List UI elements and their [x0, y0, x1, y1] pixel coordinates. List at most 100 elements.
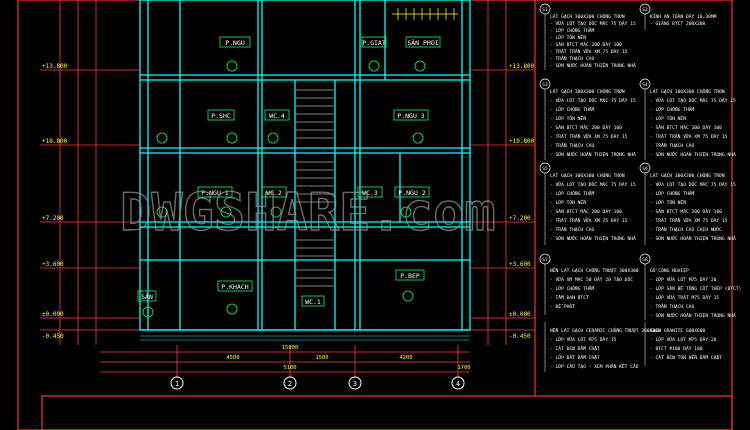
level-right-6: -0.450 [509, 333, 531, 340]
dim-total: 15000 [282, 345, 299, 351]
note-b1c1-0: LÁT GẠCH 300X300 CHỐNG TRƠN [550, 13, 625, 20]
note-tag-s6-text: S6 [642, 166, 648, 172]
stair-hatch [296, 89, 334, 287]
axis-label-2: 2 [288, 380, 292, 388]
note-tag-s3-text: S3 [542, 82, 548, 88]
note-tag-s5-text: S5 [542, 166, 548, 172]
level-marks-left: +13.800 +10.800 +7.200 +3.600 ±0.000 -0.… [40, 0, 140, 345]
note-b2c2-5: - TRÁT TRẦN VỮA XM 75 DÀY 15 [650, 133, 728, 140]
note-b2c1-3: - LỚP TÔN NỀN [550, 114, 586, 122]
note-b5c2-2: - BTCT #100 DÀY 100 [650, 345, 703, 352]
note-b4c2-0: GỖ CÔNG NGHIỆP [650, 266, 689, 274]
level-left-1: +13.800 [42, 63, 68, 70]
axis-label-3: 3 [353, 380, 357, 388]
note-b5c2-1: - LỚP VỮA LÓT M75 DÀY 20 [650, 336, 717, 343]
bottom-dimensions: 15000 4500 5100 1500 4200 1700 1 2 3 4 [100, 345, 471, 390]
note-b5c1-0: NỀN LÁT GẠCH CERAMIC CHỐNG TRƯỢT 300X300 [550, 326, 661, 334]
note-b4c2-2: - LỚP SÀN BÊ TÔNG CỐT THÉP (BTCT) [650, 284, 741, 292]
note-b4c1-2: - LỚP CHỐNG THẤM [550, 285, 594, 292]
note-b2c2-6: - TRẦN THẠCH CAO [650, 142, 694, 149]
room-label-p-khach: P.KHACH [221, 283, 248, 291]
axis-bubble-3 [348, 376, 362, 390]
note-b1c1-7: - SƠN NƯỚC HOÀN THIỆN TRONG NHÀ [550, 61, 636, 69]
note-b3c2-6: - TRẦN THẠCH CAO CHỊU NƯỚC [650, 226, 722, 233]
room-label-wc-3: WC.3 [362, 189, 378, 197]
axis-bubble-2 [283, 376, 297, 390]
note-b3c1-6: - TRẦN THẠCH CAO [550, 226, 594, 233]
dim-seg-2: 5100 [283, 365, 296, 371]
note-b1c1-3: - LỚP TÔN NỀN [550, 33, 586, 41]
balcony-railing [392, 8, 458, 20]
dim-seg-5: 1700 [457, 365, 470, 371]
note-b2c1-5: - TRÁT TRẦN VỮA XM 75 DÀY 15 [550, 133, 628, 140]
level-left-2: +10.800 [42, 138, 68, 145]
note-b3c2-2: - LỚP CHỐNG THẤM [650, 190, 694, 197]
note-b2c2-4: - SÀN BTCT MÁC 200 DÀY 100 [650, 124, 722, 131]
note-tag-s7-text: S7 [542, 257, 548, 263]
level-left-6: -0.450 [42, 333, 64, 340]
note-b2c1-2: - LỚP CHỐNG THẤM [550, 106, 594, 113]
room-p-giat: P.GIAT [361, 36, 387, 48]
note-b2c2-7: - SƠN NƯỚC HOÀN THIỆN TRONG NHÀ [650, 150, 736, 158]
room-labels: P.NGU P.GIAT SÂN PHOI P.SHC WC.4 P.NGU 3… [137, 36, 441, 307]
room-label-wc-1: WC.1 [305, 298, 321, 306]
note-b3c1-4: - SÀN BTCT MÁC 200 DÀY 100 [550, 208, 622, 215]
building-section [139, 0, 471, 331]
note-b4c1-0: NỀN LÁT GẠCH CHỐNG TRƯỢT 300X300 [550, 266, 639, 274]
room-label-p-ngu-2: P.NGU 2 [398, 189, 425, 197]
room-p-ngu-2: P.NGU 2 [394, 186, 430, 198]
note-b5c2-3: - CÁT ĐEN TÔN NỀN ĐẦM CHẶT [650, 353, 722, 361]
room-label-p-shc: P.SHC [211, 112, 231, 120]
note-b4c2-4: - TRẦN THẠCH CAO [650, 303, 694, 310]
note-b1c2-0: KÍNH AN TOÀN DÀY 10,38MM [650, 12, 717, 20]
level-left-3: +7.200 [42, 215, 64, 222]
note-b2c1-6: - TRẦN THẠCH CAO [550, 142, 594, 149]
note-block-2: LÁT GẠCH 300X300 CHỐNG TRƠN - VỮA LÓT TẠ… [550, 88, 736, 158]
note-b4c1-3: - TẤM ĐAN BTCT [550, 294, 589, 301]
level-right-3: +7.200 [509, 215, 531, 222]
level-right-4: +3.600 [509, 261, 531, 268]
note-b5c1-1: - LỚP VỮA LÓT M75 DÀY 15 [550, 336, 617, 343]
note-b3c2-0: LÁT GẠCH 300X300 CHỐNG TRƠN [650, 172, 725, 179]
room-wc-1: WC.1 [301, 295, 325, 307]
room-p-bep: P.BEP [395, 269, 425, 281]
note-b4c2-5: - SƠN NƯỚC HOÀN THIỆN TRONG NHÀ [650, 311, 736, 319]
room-label-p-ngu-3: P.NGU 3 [397, 112, 424, 120]
note-b3c2-5: - TRÁT TRẦN VỮA XM 75 DÀY 15 [650, 217, 728, 224]
note-b3c1-2: - LỚP CHỐNG THẤM [550, 190, 594, 197]
note-b5c1-3: - LỚP ĐẤT ĐẦM CHẶT [550, 354, 600, 361]
note-b1c1-2: - LỚP CHỐNG THẤM [550, 27, 594, 34]
note-block-4: NỀN LÁT GẠCH CHỐNG TRƯỢT 300X300 - VỮA X… [550, 266, 741, 319]
level-right-2: +10.800 [509, 138, 535, 145]
axis-label-1: 1 [175, 380, 179, 388]
note-tag-s8-text: S8 [642, 257, 648, 263]
room-san-phoi: SÂN PHOI [405, 36, 441, 48]
note-b3c1-0: LÁT GẠCH 300X300 CHỐNG TRƠN [550, 172, 625, 179]
room-p-khach: P.KHACH [217, 280, 253, 292]
room-p-ngu-3: P.NGU 3 [393, 109, 429, 121]
room-wc-4: WC.4 [264, 109, 290, 121]
note-b3c1-1: - VỮA LÓT TẠO DỐC MÁC 75 DÀY 15 [550, 181, 636, 188]
room-label-wc-4: WC.4 [269, 112, 285, 120]
note-b2c2-2: - LỚP CHỐNG THẤM [650, 106, 694, 113]
watermark: DWGSHARE.com [119, 182, 496, 243]
note-b5c1-2: - CÁT ĐEN ĐẦM CHẶT [550, 345, 600, 352]
note-b2c1-0: LÁT GẠCH 300X300 CHỐNG TRƠN [550, 88, 625, 95]
watermark-text: DWGSHARE.com [120, 183, 496, 243]
level-left-4: +3.600 [42, 261, 64, 268]
note-b3c2-1: - VỮA LÓT TẠO DỐC MÁC 75 DÀY 15 [650, 181, 736, 188]
note-b4c2-1: - LỚP VỮA LÓT M75 DÀY 20 [650, 276, 717, 283]
finish-tags [142, 60, 426, 318]
room-label-san-phoi: SÂN PHOI [407, 38, 438, 47]
note-b3c1-7: - SƠN NƯỚC HOÀN THIỆN TRONG NHÀ [550, 234, 636, 242]
note-b2c1-1: - VỮA LÓT TẠO DỐC MÁC 75 DÀY 15 [550, 97, 636, 104]
room-label-wc-2: WC.2 [266, 189, 282, 197]
note-b2c2-1: - VỮA LÓT TẠO DỐC MÁC 75 DÀY 15 [650, 97, 736, 104]
note-b5c1-4: - LỚP CẤU TẠO - XEM PHẦN KẾT CẤU [550, 362, 639, 370]
note-b3c2-7: - SƠN NƯỚC HOÀN THIỆN TRONG NHÀ [650, 234, 736, 242]
note-tag-s4-text: S4 [642, 82, 648, 88]
note-b3c2-3: - LỚP TÔN NỀN [650, 198, 686, 206]
room-label-p-ngu-1: P.NGU 1 [201, 189, 228, 197]
room-label-san: SÂN [141, 292, 153, 301]
note-b1c1-6: - TRẦN THẠCH CAO [550, 55, 594, 62]
